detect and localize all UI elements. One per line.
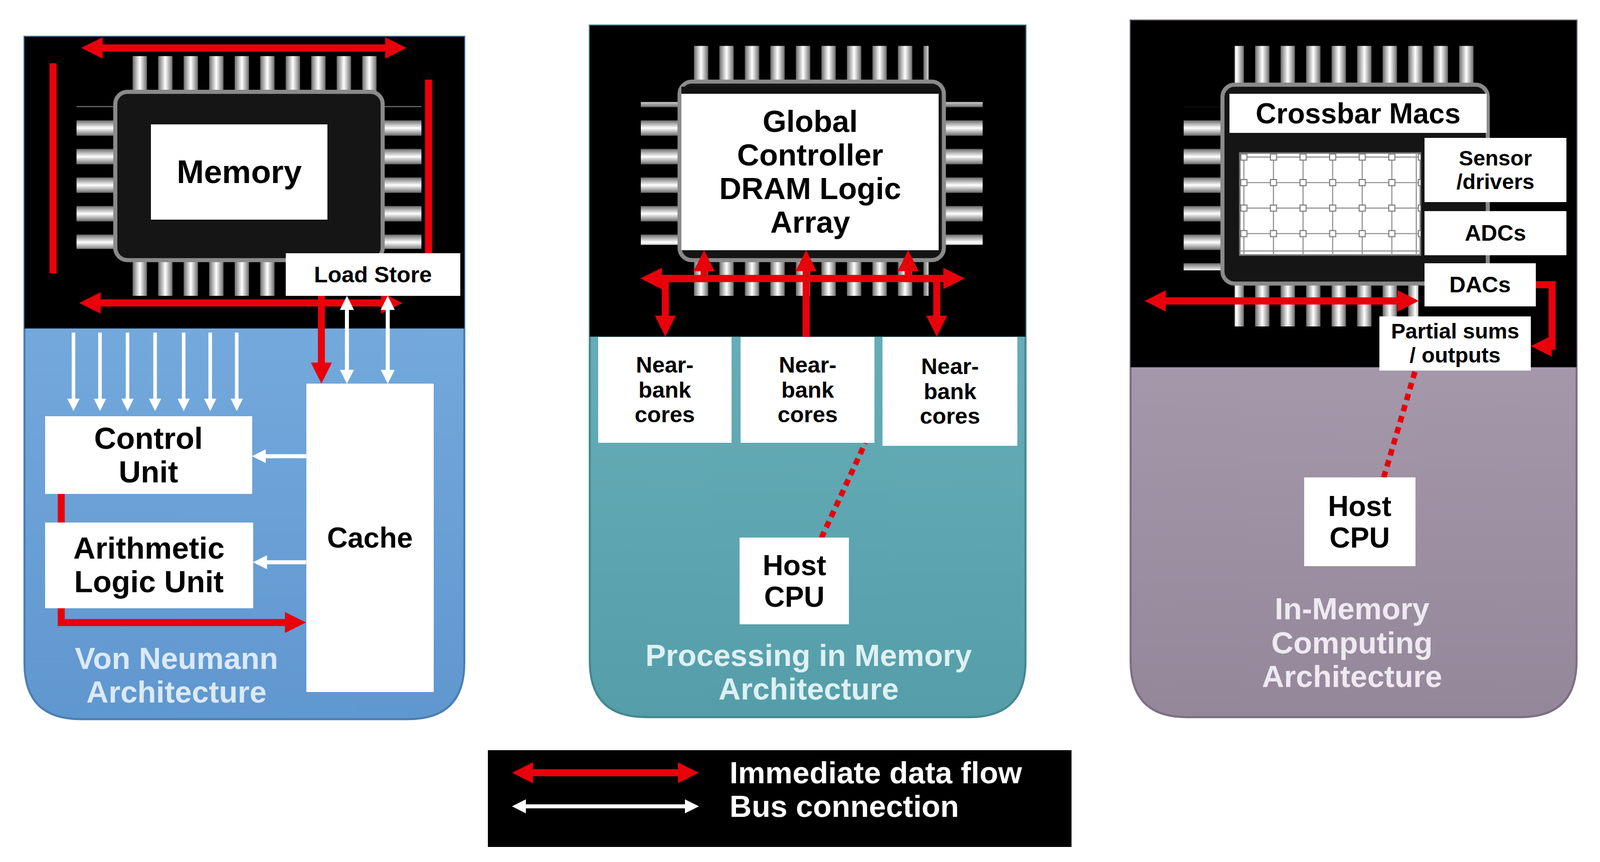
bus-arrow bbox=[257, 454, 307, 459]
legend-text: Bus connection bbox=[729, 790, 960, 823]
architecture-panel: Von Neumann Architecture MemoryLoad Store… bbox=[24, 36, 465, 720]
component-box: Memory bbox=[150, 124, 328, 220]
box-label: Sensor /drivers bbox=[1445, 146, 1545, 195]
component-box: Arithmetic Logic Unit bbox=[45, 522, 254, 609]
box-label: Near- bank cores bbox=[627, 352, 703, 428]
box-label: Partial sums / outputs bbox=[1388, 319, 1523, 368]
box-label: DACs bbox=[1449, 272, 1512, 298]
box-label: ADCs bbox=[1464, 220, 1527, 246]
panel-title-area: In-Memory Computing Architecture bbox=[1173, 576, 1531, 710]
component-box: Control Unit bbox=[45, 416, 253, 494]
data-flow-arrow bbox=[908, 258, 937, 329]
legend-arrow bbox=[517, 804, 694, 809]
data-flow-arrow bbox=[1535, 284, 1553, 346]
panel-title: In-Memory Computing Architecture bbox=[1251, 592, 1454, 693]
box-label: Arithmetic Logic Unit bbox=[67, 531, 230, 599]
component-box: Cache bbox=[306, 383, 434, 692]
panel-title: Von Neumann Architecture bbox=[66, 641, 287, 709]
legend-arrow bbox=[520, 769, 691, 777]
dotted-link bbox=[821, 442, 866, 538]
legend-sample bbox=[506, 757, 704, 788]
box-label: Load Store bbox=[313, 262, 432, 288]
data-flow-arrow bbox=[665, 258, 704, 329]
data-flow-arrow bbox=[802, 258, 810, 337]
bus-arrow bbox=[344, 301, 349, 379]
panel-title-area: Von Neumann Architecture bbox=[49, 632, 305, 719]
component-box: Near- bank cores bbox=[740, 336, 875, 444]
box-label: Host CPU bbox=[751, 549, 838, 613]
data-flow-arrow bbox=[317, 295, 325, 376]
box-label: Near- bank cores bbox=[770, 352, 846, 428]
box-label: Cache bbox=[326, 521, 413, 554]
architecture-panel: In-Memory Computing Architecture Crossbar… bbox=[1130, 20, 1577, 718]
panel-title-area: Processing in Memory Architecture bbox=[602, 627, 1016, 718]
component-box: Partial sums / outputs bbox=[1379, 316, 1531, 371]
box-label: Global Controller DRAM Logic Array bbox=[702, 104, 918, 240]
box-label: Memory bbox=[176, 153, 302, 191]
bus-arrow bbox=[258, 560, 307, 565]
bus-arrow bbox=[385, 301, 390, 379]
component-box: Load Store bbox=[285, 253, 461, 296]
box-label: Host CPU bbox=[1316, 490, 1403, 554]
box-label: Near- bank cores bbox=[912, 353, 988, 429]
legend-text: Immediate data flow bbox=[729, 756, 1022, 789]
legend-box: Immediate data flowBus connection bbox=[487, 750, 1072, 847]
dotted-link bbox=[1383, 370, 1416, 478]
component-box: ADCs bbox=[1424, 211, 1567, 256]
legend-sample bbox=[506, 791, 704, 822]
component-box: Near- bank cores bbox=[598, 336, 733, 444]
component-box: Host CPU bbox=[1304, 477, 1416, 567]
component-box: Host CPU bbox=[739, 537, 849, 625]
architecture-panel: Processing in Memory Architecture Global … bbox=[589, 25, 1026, 718]
component-box: Global Controller DRAM Logic Array bbox=[681, 86, 939, 251]
component-box: Crossbar Macs bbox=[1229, 93, 1487, 133]
box-label: Control Unit bbox=[84, 421, 213, 489]
component-box: Near- bank cores bbox=[882, 336, 1018, 447]
component-box: Sensor /drivers bbox=[1424, 137, 1567, 203]
panel-title: Processing in Memory Architecture bbox=[632, 638, 985, 706]
box-label: Crossbar Macs bbox=[1255, 97, 1461, 130]
component-box: DACs bbox=[1424, 263, 1536, 306]
